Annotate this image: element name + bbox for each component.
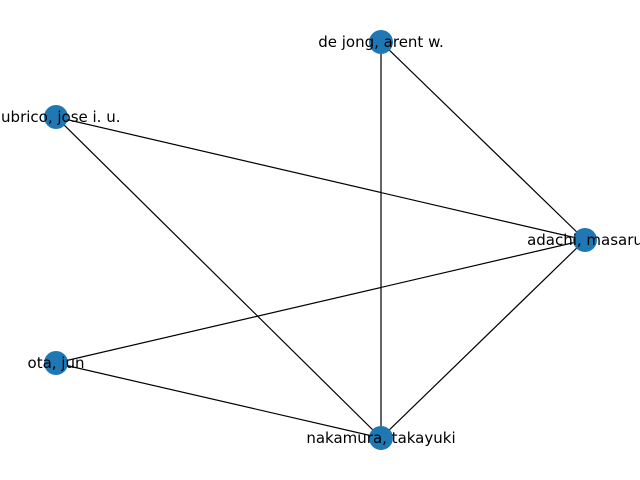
edge-ota-nakamura [55,362,382,439]
node-label-dubrico: dubrico, jose i. u. [0,108,120,126]
node-dubrico [44,105,68,129]
node-label-dejong: de jong, arent w. [318,33,444,51]
node-label-adachi: adachi, masaru [527,231,640,249]
nodes-layer [44,30,597,450]
edge-dubrico-nakamura [55,116,382,439]
node-adachi [573,228,597,252]
edge-ota-adachi [55,239,586,364]
node-label-nakamura: nakamura, takayuki [306,429,455,447]
edge-dubrico-adachi [55,116,586,241]
node-ota [44,351,68,375]
node-label-ota: ota, jun [28,354,85,372]
node-dejong [369,30,393,54]
edges-layer [55,41,586,439]
node-nakamura [369,426,393,450]
labels-layer: de jong, arent w. dubrico, jose i. u. adac… [0,33,640,447]
edge-adachi-nakamura [380,239,586,439]
edge-dejong-adachi [380,41,586,241]
